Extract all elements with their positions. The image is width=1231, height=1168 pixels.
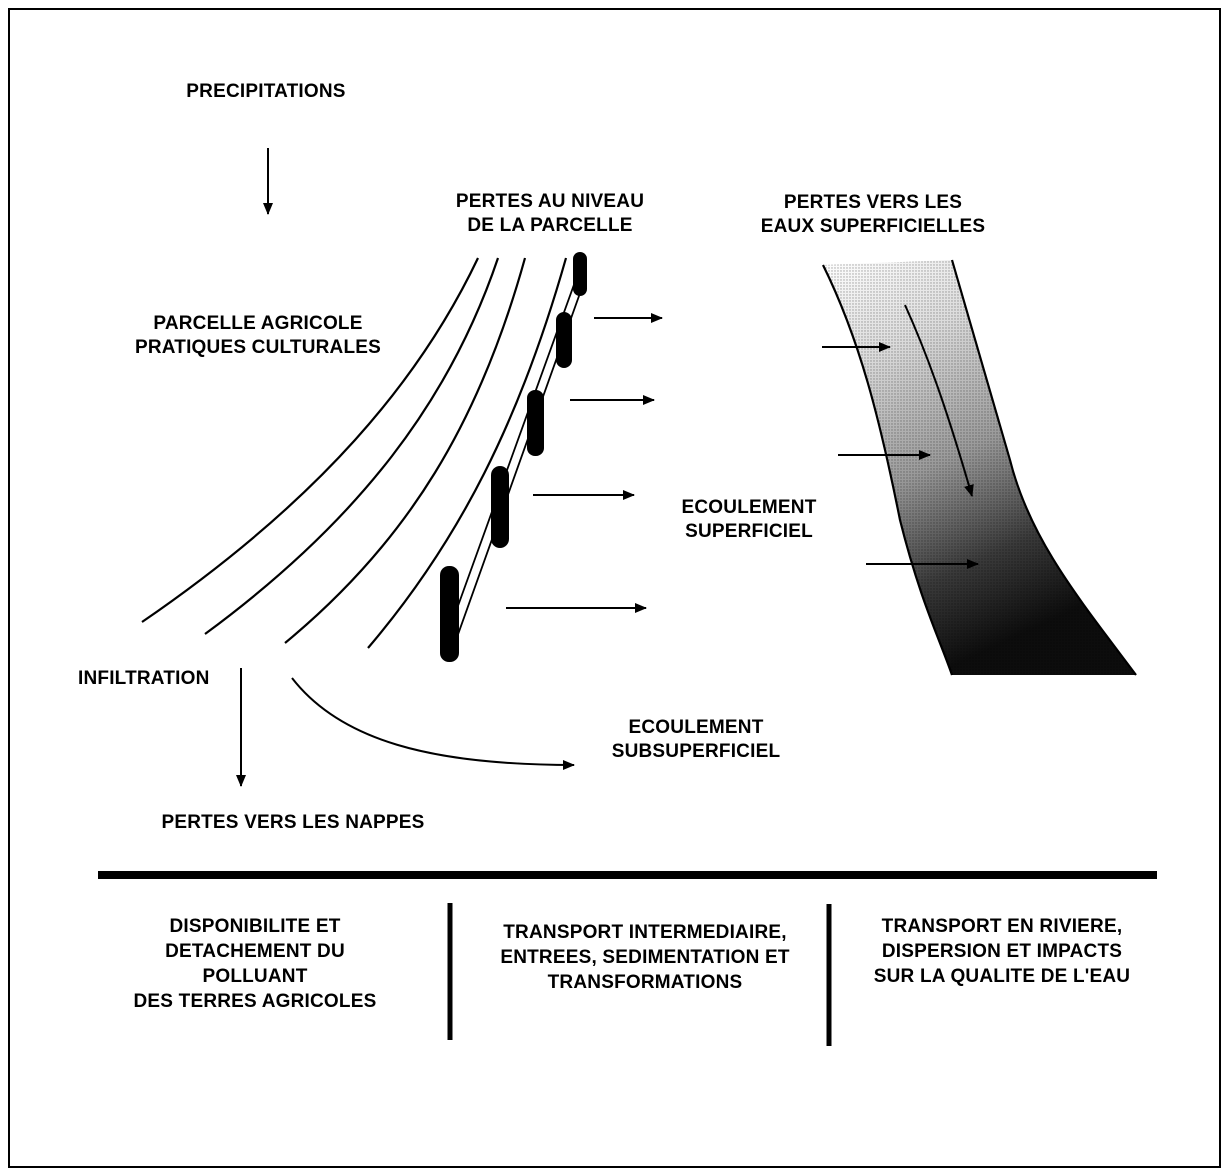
river bbox=[822, 259, 1137, 676]
label-ecoulement-subsuperficiel: ECOULEMENT SUBSUPERFICIEL bbox=[611, 717, 781, 762]
stage-text-3: TRANSPORT EN RIVIERE, DISPERSION ET IMPA… bbox=[873, 916, 1131, 987]
label-pertes-parcelle: PERTES AU NIVEAU DE LA PARCELLE bbox=[455, 191, 645, 236]
river-inflow-arrows bbox=[822, 342, 979, 569]
surface-runoff-arrows bbox=[506, 313, 663, 613]
label-precipitations: PRECIPITATIONS bbox=[186, 81, 346, 102]
field-fence bbox=[440, 252, 587, 662]
label-pertes-nappes: PERTES VERS LES NAPPES bbox=[161, 812, 425, 833]
label-parcelle-agricole: PARCELLE AGRICOLE PRATIQUES CULTURALES bbox=[134, 313, 382, 358]
subsurface-flow-arrow bbox=[291, 677, 575, 770]
stage-text-1: DISPONIBILITE ET DETACHEMENT DU POLLUANT… bbox=[133, 916, 377, 1012]
label-ecoulement-superficiel: ECOULEMENT SUPERFICIEL bbox=[681, 497, 817, 542]
label-infiltration: INFILTRATION bbox=[78, 668, 210, 689]
field-curves bbox=[141, 257, 568, 649]
label-pertes-eaux-superficielles: PERTES VERS LES EAUX SUPERFICIELLES bbox=[760, 192, 986, 237]
stage-text-2: TRANSPORT INTERMEDIAIRE, ENTREES, SEDIME… bbox=[500, 922, 790, 993]
